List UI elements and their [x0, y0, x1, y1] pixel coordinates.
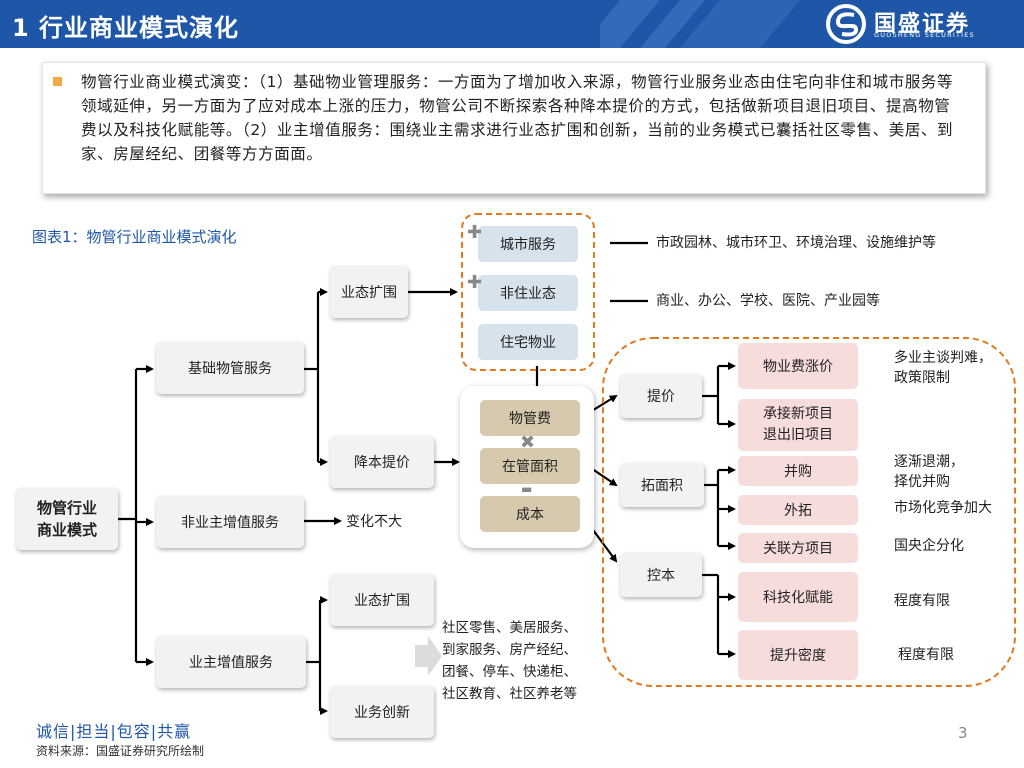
control-cost-node: 控本 — [620, 553, 702, 597]
area-node: 在管面积 — [480, 448, 580, 484]
header-bar: 1 行业商业模式演化 国盛证券 GUOSHENG SECURITIES — [0, 0, 1024, 48]
logo-subtitle: GUOSHENG SECURITIES — [874, 31, 975, 39]
density-note: 程度有限 — [898, 647, 954, 663]
summary-box: 物管行业商业模式演变：（1）基础物业管理服务：一方面为了增加收入来源，物管行业服… — [42, 62, 986, 194]
external-node: 外拓 — [738, 495, 858, 525]
scope-expand-node-1: 业态扩围 — [330, 266, 408, 318]
biz-innovation-node: 业务创新 — [330, 686, 434, 738]
owner-service-node: 业主增值服务 — [156, 636, 306, 688]
bullet-icon — [53, 77, 62, 86]
basic-service-node: 基础物管服务 — [156, 342, 304, 394]
scope-expand-node-2: 业态扩围 — [330, 574, 434, 626]
minus-icon: ▬ — [521, 482, 533, 496]
times-icon: ✖ — [520, 432, 536, 453]
city-service-node: 城市服务 — [478, 226, 578, 262]
cost-price-node: 降本提价 — [330, 436, 434, 488]
plus-icon: ✚ — [467, 222, 483, 243]
fee-up-node: 物业费涨价 — [738, 343, 858, 389]
non-owner-service-node: 非业主增值服务 — [156, 496, 304, 548]
summary-text: 物管行业商业模式演变：（1）基础物业管理服务：一方面为了增加收入来源，物管行业服… — [81, 73, 954, 163]
tech-node: 科技化赋能 — [738, 572, 858, 622]
merger-note: 逐渐退潮， 择优并购 — [894, 454, 964, 490]
company-logo: 国盛证券 GUOSHENG SECURITIES — [826, 4, 1016, 44]
figure-caption: 图表1：物管行业商业模式演化 — [32, 228, 237, 246]
raise-price-node: 提价 — [620, 374, 702, 418]
related-note: 国央企分化 — [894, 538, 964, 554]
fee-up-note: 多业主谈判难， 政策限制 — [894, 350, 992, 386]
new-project-node: 承接新项目 退出旧项目 — [738, 399, 858, 451]
tech-note: 程度有限 — [894, 593, 950, 609]
cost-node: 成本 — [480, 496, 580, 532]
owner-items-text: 社区零售、美居服务、 到家服务、房产经纪、 团餐、停车、快递柜、 社区教育、社区… — [442, 620, 577, 702]
root-node: 物管行业 商业模式 — [16, 488, 118, 550]
footer-source: 资料来源：国盛证券研究所绘制 — [36, 744, 205, 758]
related-node: 关联方项目 — [738, 533, 858, 563]
footer-motto: 诚信|担当|包容|共赢 — [36, 722, 192, 741]
res-node: 住宅物业 — [478, 324, 578, 360]
expand-area-node: 拓面积 — [620, 463, 704, 507]
plus-icon: ✚ — [467, 272, 483, 293]
nonres-detail: 商业、办公、学校、医院、产业园等 — [656, 293, 880, 309]
nonres-node: 非住业态 — [478, 275, 578, 311]
external-note: 市场化竞争加大 — [894, 500, 992, 516]
density-node: 提升密度 — [738, 630, 858, 680]
city-detail: 市政园林、城市环卫、环境治理、设施维护等 — [656, 235, 936, 251]
non-owner-result: 变化不大 — [346, 514, 402, 530]
fee-node: 物管费 — [480, 400, 580, 436]
logo-name: 国盛证券 — [874, 12, 971, 37]
header-decoration — [600, 0, 800, 48]
merger-node: 并购 — [738, 456, 858, 486]
logo-icon — [826, 4, 866, 44]
page-title: 1 行业商业模式演化 — [12, 14, 240, 42]
page-number: 3 — [958, 724, 968, 742]
